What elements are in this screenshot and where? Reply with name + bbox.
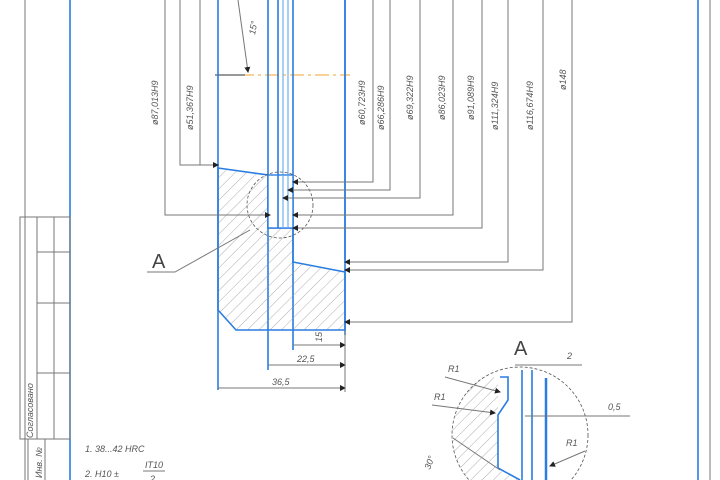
note-hardness: 1. 38...42 HRC (85, 444, 145, 454)
radius-label: R1 (566, 438, 578, 448)
part-outline (217, 0, 346, 390)
detail-angle: 30° (422, 454, 436, 471)
dim-36-5: 36,5 (272, 377, 291, 387)
dim-22-5: 22,5 (296, 354, 316, 364)
note-denominator: 2 (149, 474, 155, 480)
dia-label: ø87,013H9 (150, 80, 160, 125)
dia-label: ø60,723H9 (357, 80, 367, 125)
dia-label: ø86,023H9 (437, 75, 447, 120)
dia-label: ø111,324H9 (490, 82, 500, 130)
diameter-labels: ø87,013H9 ø51,367H9 ø60,723H9 ø66,286H9 … (150, 69, 568, 130)
dia-label: ø148 (558, 69, 568, 90)
technical-notes: 1. 38...42 HRC 2. H10 ± IT10 2 (84, 444, 165, 480)
detail-a-view: A 2 0,5 R1 R1 R1 30° (422, 338, 630, 480)
dia-label: ø116,674H9 (525, 81, 535, 130)
agreed-label: Согласовано (25, 383, 35, 438)
detail-dim-width: 2 (566, 351, 572, 361)
note-tolerance: 2. H10 ± (84, 469, 119, 479)
dia-label: ø69,322H9 (405, 75, 415, 120)
detail-a-circle (246, 171, 314, 239)
diameter-leaders (164, 0, 573, 325)
dia-label: ø66,286H9 (376, 85, 386, 130)
note-it10: IT10 (145, 460, 163, 470)
section-mark: A (152, 251, 166, 273)
dim-15: 15 (314, 331, 324, 342)
inv-no-label: Инв. № (34, 447, 44, 478)
detail-dim-gap: 0,5 (608, 402, 622, 412)
linear-dimensions: 15 22,5 36,5 (218, 330, 346, 392)
side-title-block: Согласовано Инв. № (19, 216, 71, 480)
dia-label: ø91,089H9 (466, 75, 476, 120)
radius-label: R1 (434, 392, 446, 402)
dia-label: ø51,367H9 (185, 85, 195, 130)
angle-top-label: 15° (247, 20, 259, 36)
detail-title: A (514, 338, 528, 360)
radius-label: R1 (448, 364, 460, 374)
